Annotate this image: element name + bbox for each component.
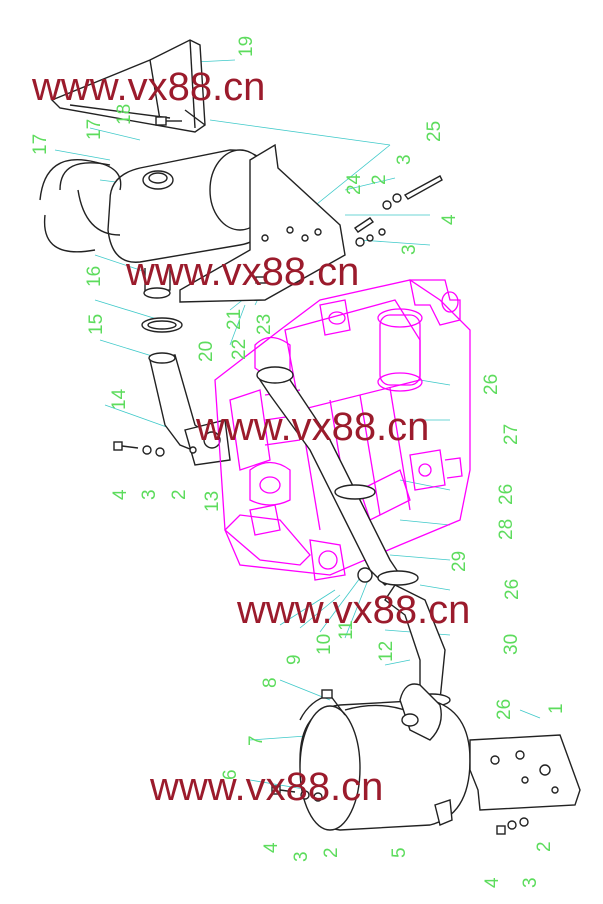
- watermark-text: www.vx88.cn: [149, 765, 383, 809]
- part-label-6: 6: [220, 769, 241, 780]
- part-label-26: 26: [494, 699, 515, 720]
- exhaust-pipe-part: [256, 366, 451, 707]
- part-label-14: 14: [109, 388, 130, 410]
- part-label-2: 2: [369, 174, 390, 185]
- part-label-2: 2: [534, 841, 555, 852]
- part-label-18: 18: [114, 104, 135, 125]
- watermarks: www.vx88.cn www.vx88.cn www.vx88.cn www.…: [31, 65, 470, 809]
- part-label-24: 24: [344, 173, 365, 195]
- part-label-16: 16: [84, 266, 105, 287]
- part-label-2: 2: [169, 489, 190, 500]
- part-label-5: 5: [389, 847, 410, 858]
- bolt-part: [155, 116, 182, 126]
- part-label-19: 19: [236, 36, 257, 57]
- part-label-3: 3: [394, 154, 415, 165]
- part-label-8: 8: [260, 677, 281, 688]
- part-label-20: 20: [196, 341, 217, 362]
- part-label-4: 4: [261, 842, 282, 853]
- part-label-3: 3: [139, 489, 160, 500]
- lower-muffler-part: [299, 683, 471, 831]
- part-label-15: 15: [86, 314, 107, 335]
- part-label-12: 12: [376, 641, 397, 662]
- part-label-23: 23: [254, 314, 275, 335]
- clamp-part: [141, 317, 183, 333]
- bolts-left-part: [113, 441, 165, 457]
- part-label-17: 17: [84, 119, 105, 140]
- part-label-2: 2: [321, 847, 342, 858]
- part-label-22: 22: [229, 339, 250, 360]
- part-label-26: 26: [481, 374, 502, 395]
- part-label-27: 27: [501, 424, 522, 445]
- part-label-3: 3: [520, 877, 541, 888]
- part-label-4: 4: [439, 214, 460, 225]
- part-label-28: 28: [496, 519, 517, 540]
- part-label-3: 3: [291, 851, 312, 862]
- part-label-1: 1: [546, 703, 567, 714]
- part-label-30: 30: [501, 634, 522, 655]
- bolts-right-part: [255, 175, 443, 284]
- part-label-17: 17: [30, 134, 51, 155]
- muffler-bracket-part: [179, 143, 346, 303]
- part-label-25: 25: [424, 121, 445, 142]
- heat-shield-part: [50, 39, 206, 133]
- part-label-10: 10: [314, 634, 335, 655]
- part-label-3: 3: [399, 244, 420, 255]
- watermark-text: www.vx88.cn: [236, 588, 470, 632]
- part-label-9: 9: [284, 654, 305, 665]
- part-label-13: 13: [202, 491, 223, 512]
- part-labels: 19 18 17 17 25 3 24 2 4 3 16 21 23 15 20…: [30, 36, 567, 888]
- part-label-7: 7: [246, 735, 267, 746]
- watermark-text: www.vx88.cn: [125, 250, 359, 294]
- mounting-bracket-part: [469, 734, 581, 811]
- watermark-text: www.vx88.cn: [195, 405, 429, 449]
- bolts-bottom-part: [271, 785, 529, 835]
- part-label-4: 4: [482, 877, 503, 888]
- part-label-26: 26: [496, 484, 517, 505]
- part-label-29: 29: [449, 551, 470, 572]
- part-label-11: 11: [336, 620, 357, 640]
- part-label-21: 21: [224, 309, 245, 330]
- part-label-4: 4: [110, 489, 131, 500]
- part-label-26: 26: [502, 579, 523, 600]
- watermark-text: www.vx88.cn: [31, 65, 265, 109]
